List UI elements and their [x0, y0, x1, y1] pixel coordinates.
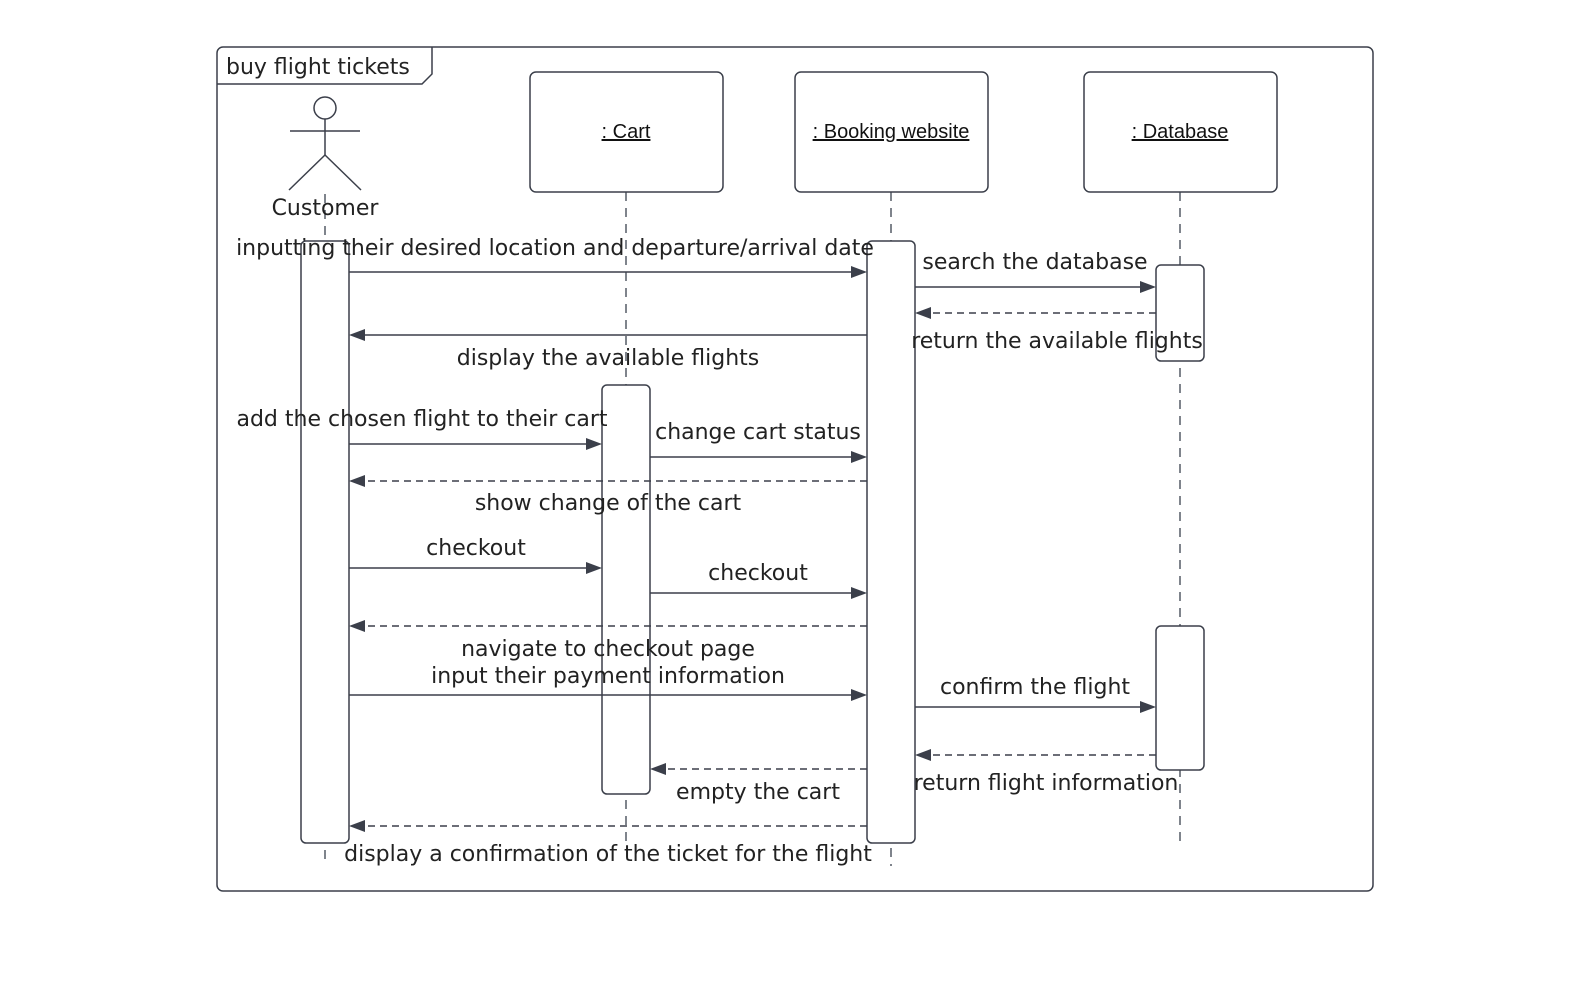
- msg-confirm-flight-label: confirm the flight: [940, 675, 1130, 700]
- cart-object-box: [529, 71, 724, 193]
- booking-object-box: [794, 71, 989, 193]
- msg-display-flights-label: display the available flights: [457, 346, 759, 371]
- msg-show-cart-change-label: show change of the cart: [475, 491, 742, 516]
- cart-activation: [601, 384, 651, 795]
- msg-return-flight-info-label: return flight information: [914, 771, 1179, 796]
- frame: [216, 46, 1374, 892]
- msg-change-cart-status-label: change cart status: [655, 420, 861, 445]
- msg-confirmation-label: display a confirmation of the ticket for…: [344, 842, 872, 867]
- database-object-box: [1083, 71, 1278, 193]
- msg-navigate-checkout-label: navigate to checkout page: [461, 637, 755, 662]
- database-object-label: : Database: [1132, 121, 1229, 143]
- customer-actor: [288, 96, 362, 191]
- customer-activation: [300, 240, 350, 844]
- customer-label: Customer: [272, 196, 380, 221]
- msg-empty-cart-label: empty the cart: [676, 780, 840, 805]
- database-activation-confirm: [1155, 625, 1205, 771]
- msg-input-location-label: inputting their desired location and dep…: [236, 236, 874, 261]
- actor-head: [313, 96, 337, 120]
- frame-title: buy flight tickets: [226, 55, 410, 80]
- msg-payment-info-label: input their payment information: [431, 664, 785, 689]
- msg-checkout-cart-label: checkout: [426, 536, 526, 561]
- booking-activation: [866, 240, 916, 844]
- cart-object-label: : Cart: [602, 121, 651, 143]
- msg-checkout-booking-label: checkout: [708, 561, 808, 586]
- msg-search-db-label: search the database: [922, 250, 1147, 275]
- msg-add-to-cart-label: add the chosen flight to their cart: [236, 407, 607, 432]
- booking-object-label: : Booking website: [813, 121, 970, 143]
- frame-title-tab: [217, 47, 433, 85]
- msg-return-flights-label: return the available flights: [911, 329, 1203, 354]
